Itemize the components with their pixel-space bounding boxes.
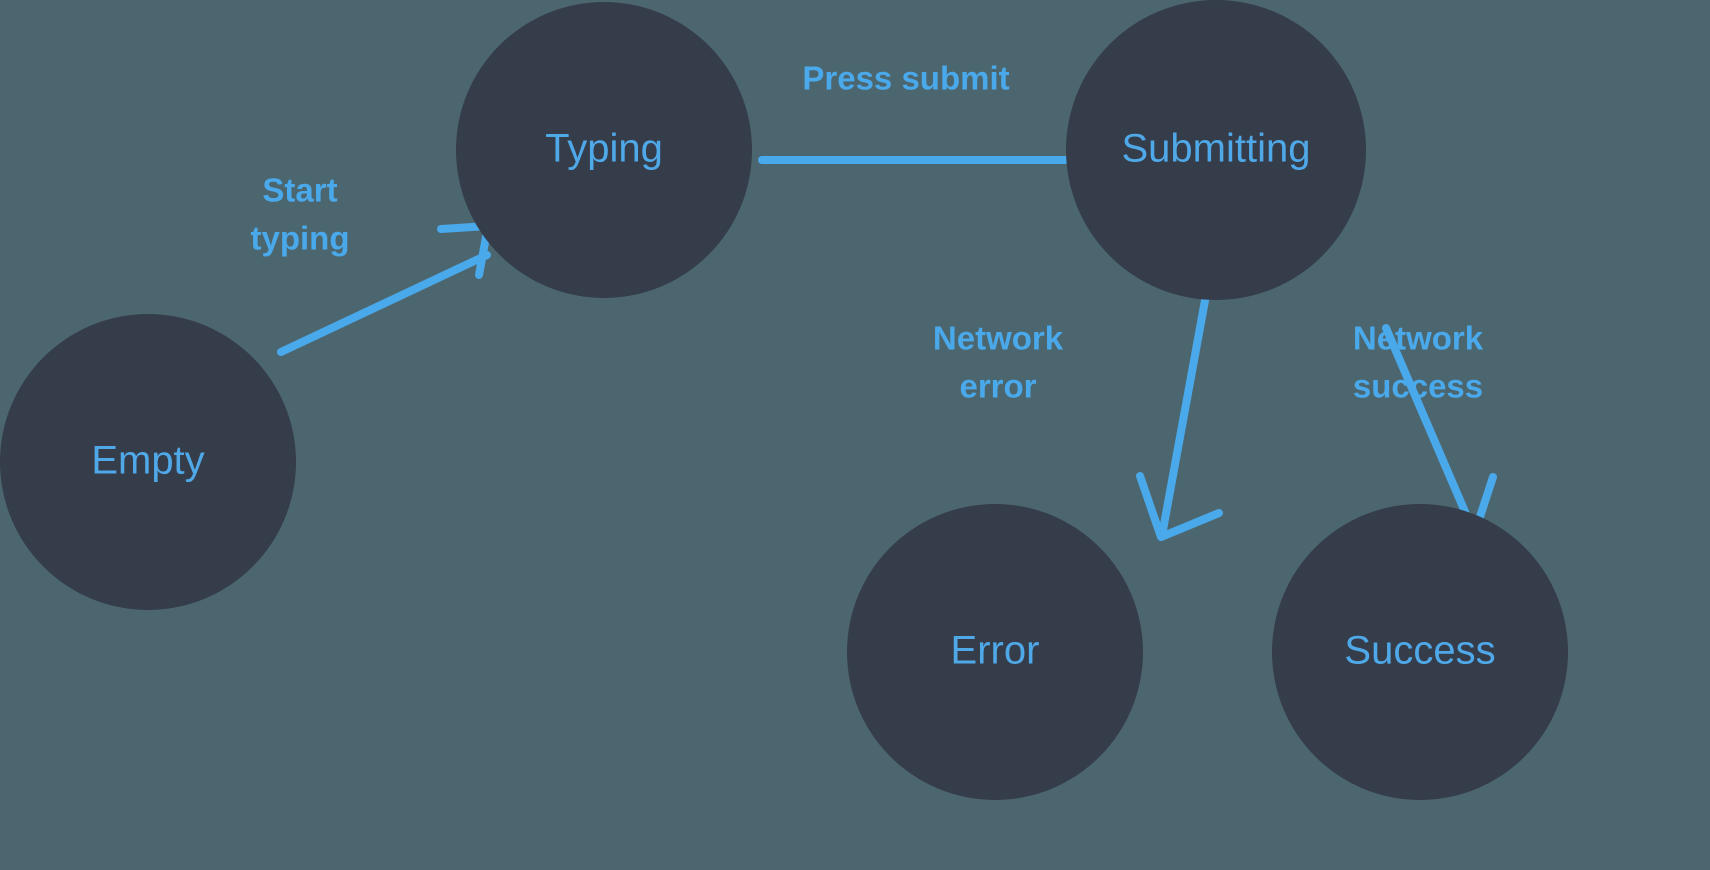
node-typing-circle bbox=[456, 2, 752, 298]
node-success-label: Success bbox=[1344, 629, 1495, 673]
node-success[interactable]: Success bbox=[1272, 504, 1568, 800]
node-error[interactable]: Error bbox=[847, 504, 1143, 800]
edge-submitting-to-success[interactable] bbox=[1382, 324, 1497, 539]
edge-label-start-typing-line1: Start bbox=[262, 172, 337, 209]
edge-label-network-error-line2: error bbox=[959, 368, 1036, 405]
node-success-circle bbox=[1272, 504, 1568, 800]
node-submitting-circle bbox=[1066, 0, 1366, 300]
edge-label-press-submit: Press submit bbox=[802, 60, 1009, 97]
edge-empty-to-typing-line bbox=[277, 251, 491, 356]
edge-submitting-to-error-line bbox=[1159, 291, 1210, 534]
node-typing-label: Typing bbox=[545, 127, 663, 171]
node-submitting-label: Submitting bbox=[1122, 127, 1311, 171]
node-typing[interactable]: Typing bbox=[456, 2, 752, 298]
edge-submitting-to-success-line bbox=[1382, 324, 1476, 532]
edge-label-network-success-line1: Network bbox=[1353, 320, 1484, 357]
edge-label-network-error-line1: Network bbox=[933, 320, 1064, 357]
node-error-circle bbox=[847, 504, 1143, 800]
node-empty[interactable]: Empty bbox=[0, 314, 296, 610]
node-submitting[interactable]: Submitting bbox=[1066, 0, 1366, 300]
edge-submitting-to-error-arrowhead bbox=[1136, 472, 1223, 541]
edge-submitting-to-error[interactable] bbox=[1136, 291, 1223, 541]
node-empty-circle bbox=[0, 314, 296, 610]
node-empty-label: Empty bbox=[91, 439, 204, 483]
edge-label-network-success-line2: success bbox=[1353, 368, 1483, 405]
edge-label-start-typing-line2: typing bbox=[251, 220, 350, 257]
node-error-label: Error bbox=[951, 629, 1040, 673]
